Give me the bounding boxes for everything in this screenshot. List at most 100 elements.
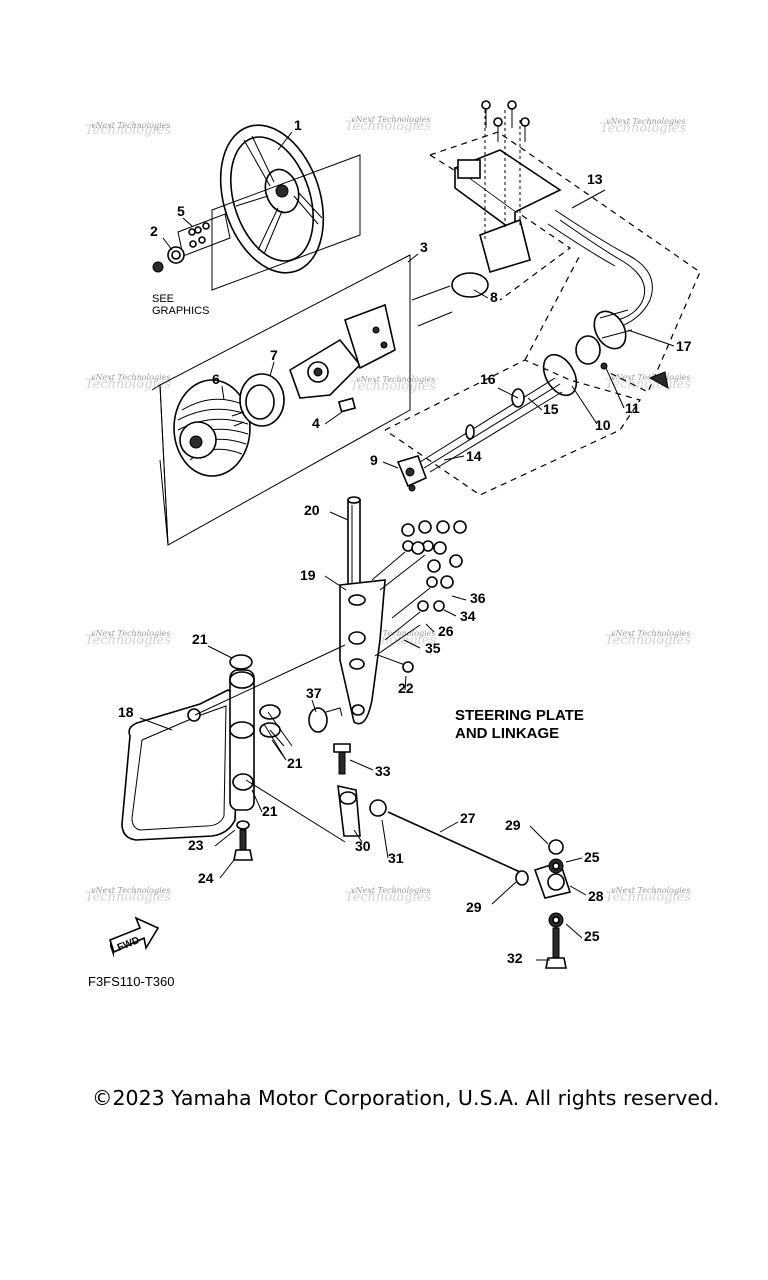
svg-text:Technologies: Technologies: [85, 377, 171, 392]
bezel-ring: [231, 373, 285, 427]
cable-box-link: [524, 254, 581, 361]
wheel-nut-parts: [152, 213, 231, 273]
svg-text:Technologies: Technologies: [350, 379, 436, 394]
svg-text:vNext Technologies: vNext Technologies: [611, 629, 690, 638]
svg-text:vNext Technologies: vNext Technologies: [351, 115, 430, 124]
callout-15: 15: [543, 401, 559, 417]
callout-9: 9: [370, 452, 378, 468]
callout-33: 33: [375, 763, 391, 779]
callout-10: 10: [595, 417, 611, 433]
cable-bundle: [547, 209, 653, 331]
rod-end: [515, 839, 572, 969]
callout-19: 19: [300, 567, 316, 583]
callout-4: 4: [312, 415, 320, 431]
figure-reference: F3FS110-T360: [88, 974, 174, 989]
callout-21b: 21: [287, 755, 303, 771]
callout-25b: 25: [584, 928, 600, 944]
callout-14: 14: [466, 448, 482, 464]
section-title-line1: STEERING PLATE: [455, 707, 584, 724]
svg-text:Technologies: Technologies: [345, 890, 431, 905]
panel-edge: [151, 384, 169, 546]
callout-13: 13: [587, 171, 603, 187]
callout-24: 24: [198, 870, 214, 886]
svg-text:vNext Technologies: vNext Technologies: [611, 886, 690, 895]
callout-7: 7: [270, 347, 278, 363]
helm-unit: [289, 303, 396, 413]
callout-16: 16: [480, 371, 496, 387]
callout-31: 31: [388, 850, 404, 866]
bolt-24: [233, 829, 253, 861]
callout-18: 18: [118, 704, 134, 720]
svg-text:vNext Technologies: vNext Technologies: [91, 886, 170, 895]
helm-bolts: [411, 272, 489, 327]
callout-36: 36: [470, 590, 486, 606]
clamp: [575, 335, 669, 389]
callout-35: 35: [425, 640, 441, 656]
callout-29a: 29: [505, 817, 521, 833]
control-bracket: [453, 100, 562, 274]
svg-text:Technologies: Technologies: [345, 119, 431, 134]
fwd-arrow-icon: FWD: [109, 916, 160, 958]
copyright-notice: ©2023 Yamaha Motor Corporation, U.S.A. A…: [92, 1086, 720, 1110]
steering-plate: [121, 669, 255, 841]
svg-text:Technologies: Technologies: [85, 633, 171, 648]
leader-lines: [139, 131, 675, 961]
callout-2: 2: [150, 223, 158, 239]
cable-assembly-box: [429, 131, 701, 393]
clip: [308, 707, 343, 733]
svg-text:vNext Technologies: vNext Technologies: [91, 373, 170, 382]
see-graphics-line2: GRAPHICS: [152, 305, 209, 317]
svg-text:Technologies: Technologies: [85, 123, 171, 138]
callout-11: 11: [625, 400, 640, 416]
guide-lines: [194, 644, 346, 843]
steering-arm: [339, 579, 386, 725]
svg-text:Technologies: Technologies: [605, 890, 691, 905]
callout-20: 20: [304, 502, 320, 518]
svg-text:Technologies: Technologies: [605, 633, 691, 648]
callout-32: 32: [507, 950, 523, 966]
steering-shaft: [347, 496, 361, 596]
callout-29b: 29: [466, 899, 482, 915]
callout-27: 27: [460, 810, 476, 826]
svg-text:Technologies: Technologies: [600, 121, 686, 136]
wheel-outline-box: [211, 154, 361, 291]
svg-text:vNext Technologies: vNext Technologies: [356, 629, 435, 638]
hub-cover: [173, 379, 251, 477]
stud-set: [371, 520, 467, 657]
svg-text:vNext Technologies: vNext Technologies: [351, 886, 430, 895]
callout-labels: 1 2 3 4 5 6 7 8 9 10 11 13 14 15 16 17 1…: [118, 117, 692, 966]
callout-23: 23: [188, 837, 204, 853]
bushings: [229, 654, 281, 830]
cable-assembly-box-left: [429, 154, 572, 301]
bolt-22: [377, 654, 414, 673]
callout-8: 8: [490, 289, 498, 305]
cable-joint: [396, 455, 428, 492]
section-title-line2: AND LINKAGE: [455, 725, 559, 742]
svg-text:vNext Technologies: vNext Technologies: [606, 117, 685, 126]
rubber-boot: [593, 309, 633, 350]
callout-21a: 21: [192, 631, 208, 647]
callout-28: 28: [588, 888, 604, 904]
svg-text:vNext Technologies: vNext Technologies: [91, 629, 170, 638]
callout-22: 22: [398, 680, 414, 696]
svg-text:Technologies: Technologies: [605, 377, 691, 392]
svg-text:vNext Technologies: vNext Technologies: [356, 375, 435, 384]
callout-3: 3: [420, 239, 428, 255]
callout-5: 5: [177, 203, 185, 219]
callout-17: 17: [676, 338, 692, 354]
link-rod: [387, 811, 521, 873]
callout-1: 1: [294, 117, 302, 133]
